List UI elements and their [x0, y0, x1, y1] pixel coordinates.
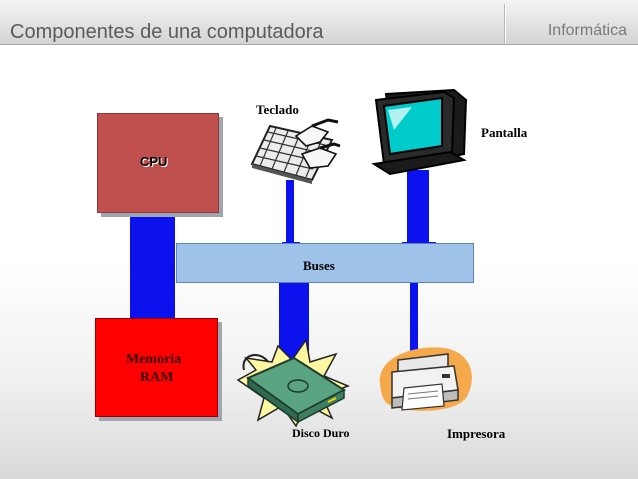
slide-title: Componentes de una computadora: [10, 21, 324, 43]
printer-icon: [379, 347, 472, 411]
ram-label-line1: Memoria: [126, 352, 182, 367]
hard-disk-icon: [236, 338, 351, 428]
printer-connector: [410, 277, 418, 357]
monitor-icon: [371, 88, 468, 176]
monitor-label: Pantalla: [481, 125, 528, 140]
cpu-box: [97, 113, 219, 213]
monitor-connector: [407, 170, 429, 246]
bus-label: Buses: [303, 258, 335, 273]
cpu-label: CPU: [140, 154, 168, 169]
disk-label: Disco Duro: [292, 426, 350, 440]
ram-box: [95, 318, 218, 417]
keyboard-icon: [250, 118, 341, 184]
keyboard-label: Teclado: [256, 102, 299, 117]
bus-bar: [176, 243, 474, 283]
slide-header: [0, 0, 638, 45]
cpu-ram-connector: [130, 215, 175, 320]
header-divider: [504, 4, 506, 44]
keyboard-connector: [286, 180, 294, 246]
subject-label: Informática: [547, 22, 627, 39]
ram-label-line2: RAM: [140, 370, 174, 385]
printer-label: Impresora: [447, 426, 506, 441]
